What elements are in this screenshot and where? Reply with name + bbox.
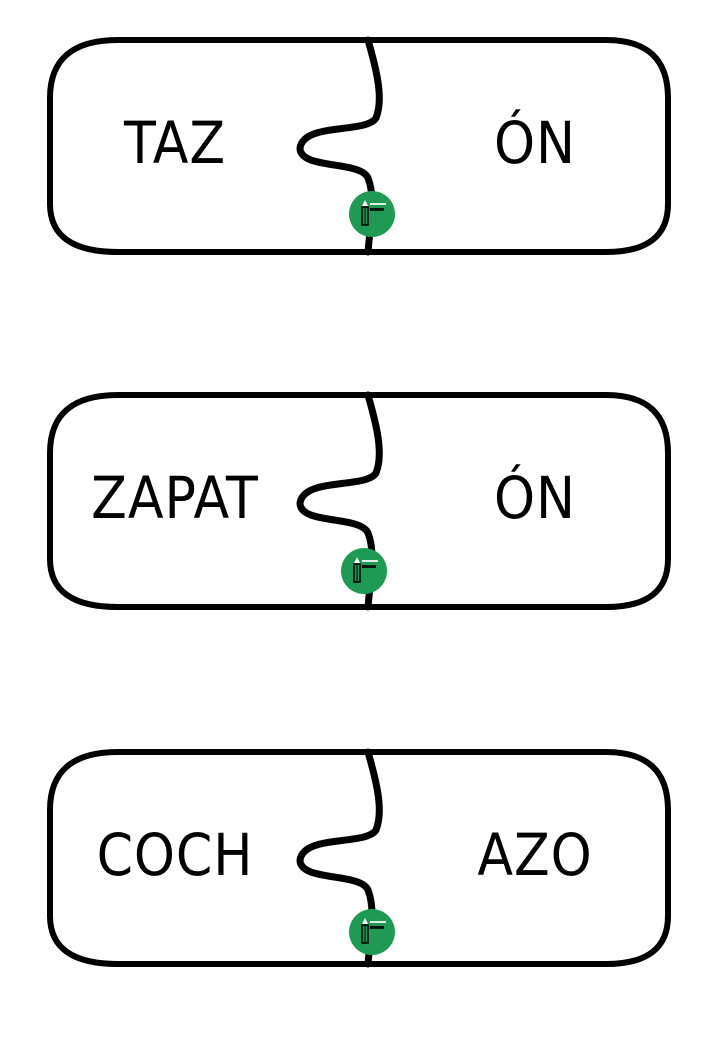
brand-logo — [348, 190, 396, 238]
syllable-right: ÓN — [494, 464, 576, 532]
puzzle-card-2: ZAPAT ÓN — [0, 391, 720, 633]
puzzle-outline — [47, 748, 671, 968]
brand-logo — [340, 547, 388, 595]
pencil-logo-icon — [349, 909, 395, 955]
syllable-right: ÓN — [494, 109, 576, 177]
syllable-left: COCH — [96, 821, 254, 889]
pencil-logo-icon — [349, 191, 395, 237]
pencil-logo-icon — [341, 548, 387, 594]
puzzle-card-1: TAZ ÓN — [0, 36, 720, 278]
syllable-right: AZO — [477, 821, 593, 889]
syllable-left: ZAPAT — [91, 464, 259, 532]
brand-logo — [348, 908, 396, 956]
syllable-left: TAZ — [123, 109, 227, 177]
puzzle-outline — [47, 391, 671, 611]
puzzle-card-3: COCH AZO — [0, 748, 720, 990]
